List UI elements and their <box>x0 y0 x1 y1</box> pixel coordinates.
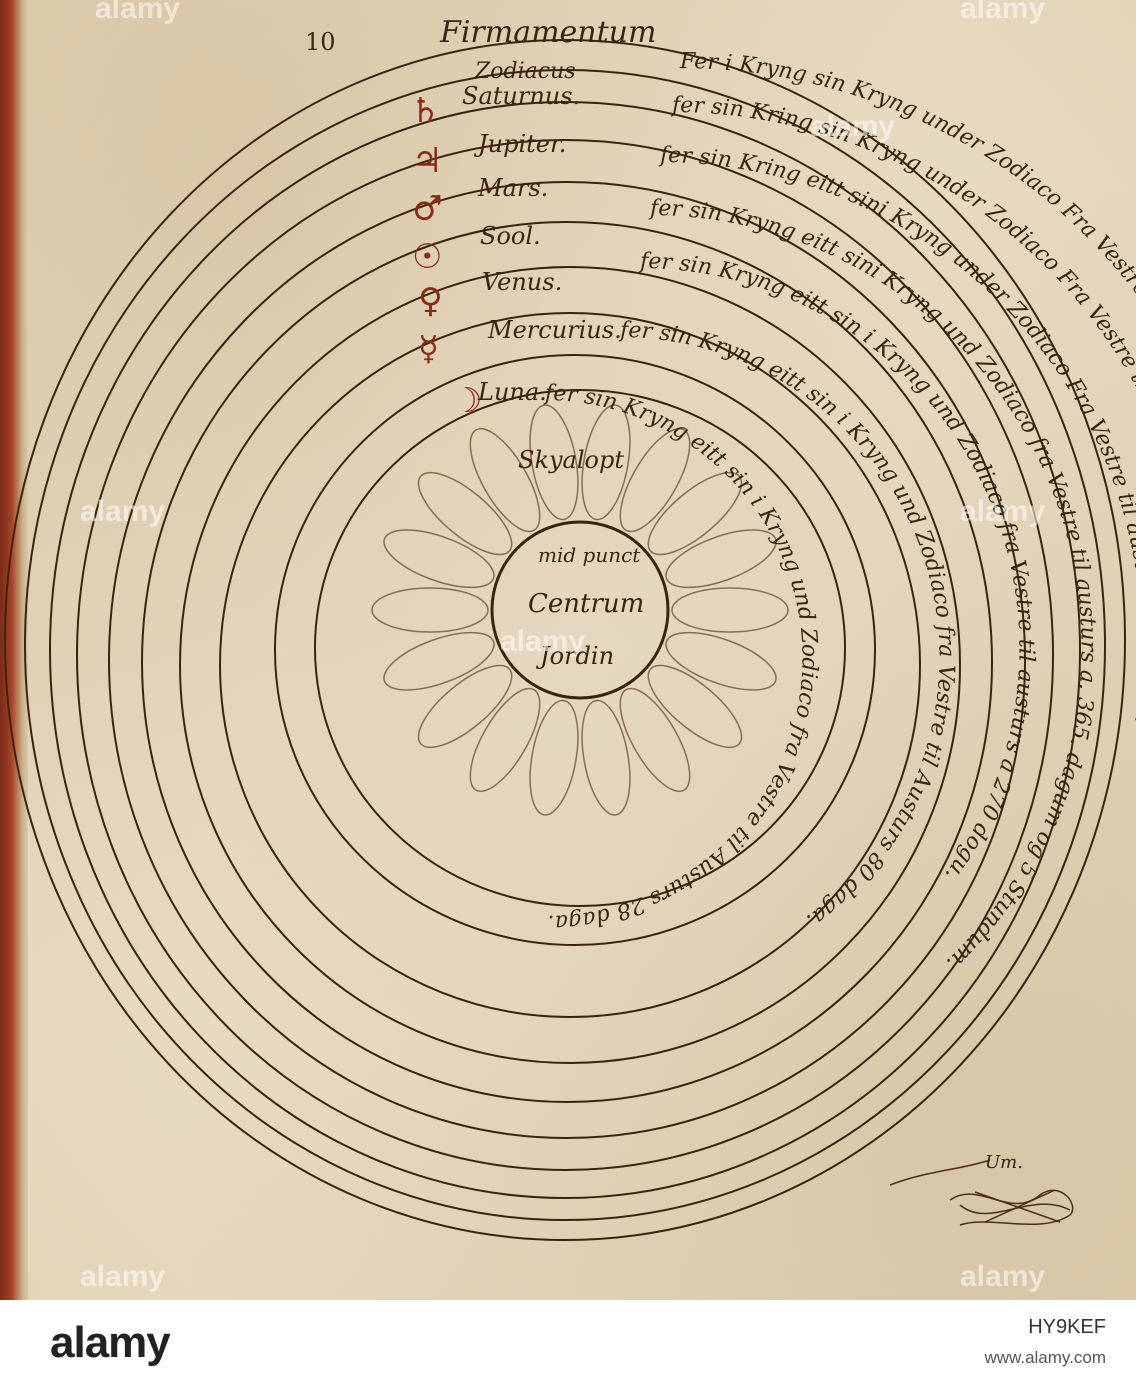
moon-ring <box>274 354 876 946</box>
stock-footer: alamy HY9KEF www.alamy.com <box>0 1300 1136 1390</box>
watermark-center-left: alamy <box>80 495 166 528</box>
earth-ring <box>490 520 670 700</box>
mars-name: Mars. <box>477 174 548 202</box>
cloud-petal <box>671 587 789 633</box>
mars-ring <box>108 181 1026 1139</box>
watermark-lower-left: alamy <box>80 1260 166 1293</box>
image-id: HY9KEF <box>1028 1316 1106 1338</box>
firmament-ring <box>4 39 1126 1241</box>
cloud-petal <box>647 471 743 556</box>
skyalopt-label: Skyalopt <box>518 446 624 474</box>
sun-ring <box>141 221 993 1103</box>
moon-inner-ring <box>314 389 846 907</box>
signature-flourish <box>889 1159 1074 1226</box>
zodiac-ring <box>24 69 1106 1221</box>
sun-symbol-icon: ☉ <box>412 237 442 277</box>
cloud-petal <box>647 664 743 749</box>
site-url[interactable]: www.alamy.com <box>984 1348 1106 1367</box>
watermark-center-right: alamy <box>960 495 1046 528</box>
mars-symbol-icon: ♂ <box>412 189 442 229</box>
page-number: 10 <box>305 28 336 56</box>
sun-name: Sool. <box>480 222 541 250</box>
cloud-petal <box>529 404 579 521</box>
sky-cloud-petals <box>371 404 789 816</box>
moon-symbol-icon: ☽ <box>452 381 482 421</box>
center-line-1: mid punct <box>538 543 641 567</box>
cloud-petal <box>383 631 495 691</box>
jupiter-name: Jupiter. <box>473 130 566 158</box>
firmamentum-label: Firmamentum <box>439 15 656 50</box>
cloud-petal <box>469 687 541 793</box>
venus-symbol-icon: ♀ <box>418 281 443 321</box>
jupiter-ring <box>76 139 1054 1171</box>
cloud-petal <box>665 631 777 691</box>
signature-text: Um. <box>985 1152 1023 1173</box>
cloud-petal <box>581 699 631 816</box>
watermark-upper-right: alamy <box>810 110 896 143</box>
parchment-background <box>28 0 1136 1300</box>
watermark-top-right: alamy <box>960 0 1046 25</box>
mercury-symbol-icon: ☿ <box>418 329 439 369</box>
jupiter-symbol-icon: ♃ <box>412 141 442 181</box>
alamy-logo[interactable]: alamy <box>50 1318 171 1367</box>
cloud-petal <box>417 664 513 749</box>
center-line-2: Centrum <box>528 589 644 619</box>
mercury-name: Mercurius. <box>487 316 622 344</box>
cloud-petal <box>665 529 777 589</box>
cloud-petal <box>417 471 513 556</box>
saturn-symbol-icon: ♄ <box>410 91 440 131</box>
planet-symbols: ♄ ♃ ♂ ☉ ♀ ☿ ☽ <box>410 91 482 421</box>
mercury-ring <box>219 312 921 1018</box>
watermark-lower-right: alamy <box>960 1260 1046 1293</box>
venus-name: Venus. <box>482 268 562 296</box>
cloud-petal <box>581 404 631 521</box>
cloud-petal <box>469 427 541 533</box>
venus-ring <box>179 266 961 1064</box>
center-line-3: Jordin <box>535 642 614 670</box>
orbit-rings <box>4 39 1126 1241</box>
cloud-petal <box>383 529 495 589</box>
watermark-top-left: alamy <box>95 0 181 25</box>
manuscript-page: 10 Firmamentum Zodiacus ♄ ♃ ♂ ☉ ♀ ☿ ☽ Sa… <box>0 0 1136 1300</box>
saturn-name: Saturnus. <box>462 82 580 110</box>
cloud-petal <box>619 427 691 533</box>
moon-name: Luna. <box>477 378 547 406</box>
cloud-petal <box>529 699 579 816</box>
watermark-center: alamy <box>500 625 586 658</box>
cloud-petal <box>619 687 691 793</box>
cloud-petal <box>371 587 489 633</box>
planet-names: Saturnus. Jupiter. Mars. Sool. Venus. Me… <box>462 82 622 406</box>
geocentric-diagram: 10 Firmamentum Zodiacus ♄ ♃ ♂ ☉ ♀ ☿ ☽ Sa… <box>4 15 1136 1241</box>
saturn-ring <box>49 101 1081 1199</box>
mercury-orbit-text: fer sin Kryng eitt sin i Kryng und Zodia… <box>618 318 959 933</box>
zodiacus-label: Zodiacus <box>474 59 576 84</box>
